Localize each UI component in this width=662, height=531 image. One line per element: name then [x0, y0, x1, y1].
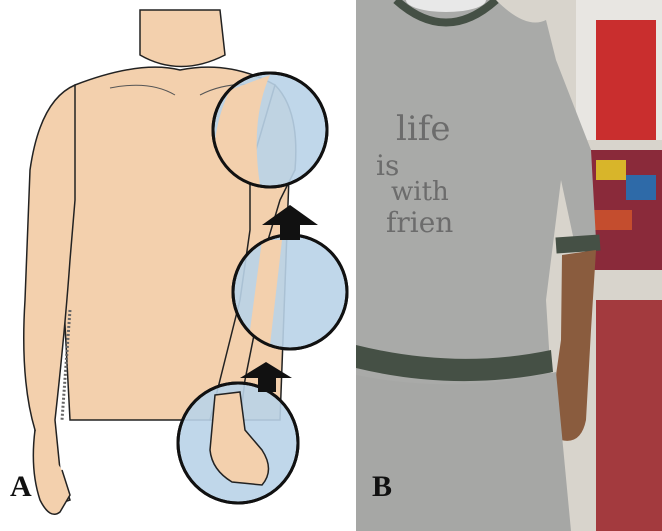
panel-a-illustration: A — [0, 0, 352, 531]
panel-label-a: A — [10, 470, 32, 504]
panel-b-photo: life is with frien — [356, 0, 662, 531]
child-photo: life is with frien — [356, 0, 662, 531]
panel-label-b: B — [372, 470, 392, 504]
sweater-print-line1: life — [396, 109, 450, 149]
sweater-print-line3: with — [391, 177, 449, 207]
pants — [356, 372, 571, 531]
sweater-print-line4: frien — [386, 206, 453, 239]
arm-illustration — [0, 0, 352, 531]
red-toy — [596, 20, 656, 140]
left-arm — [24, 85, 75, 505]
